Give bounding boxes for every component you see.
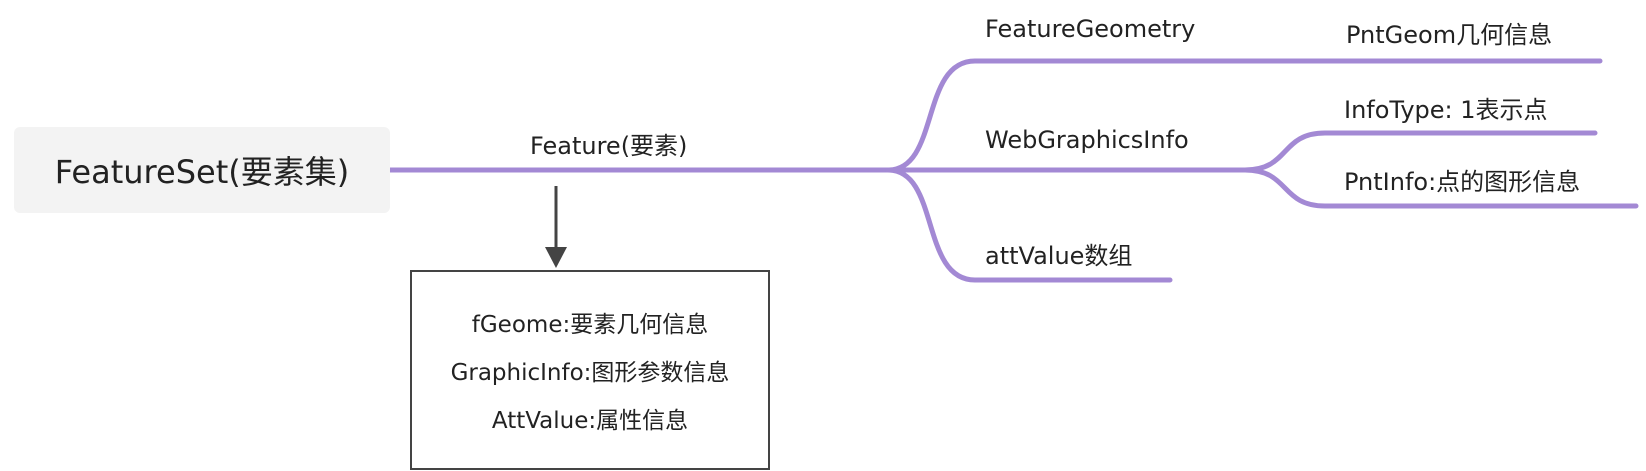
edge-graphics-infotype — [1242, 130, 1598, 173]
feature-note-box[interactable]: fGeome:要素几何信息 GraphicInfo:图形参数信息 AttValu… — [410, 270, 770, 470]
edge-graphics-pntinfo — [1242, 167, 1639, 209]
node-featuregeometry-label[interactable]: FeatureGeometry — [985, 15, 1196, 43]
root-node-label: FeatureSet(要素集) — [54, 153, 350, 191]
arrow-head — [545, 247, 567, 268]
root-node-featureset[interactable]: FeatureSet(要素集) — [14, 127, 390, 213]
node-attvalue-label[interactable]: attValue数组 — [985, 242, 1133, 270]
node-infotype-label[interactable]: InfoType: 1表示点 — [1344, 96, 1548, 124]
node-pntinfo-label[interactable]: PntInfo:点的图形信息 — [1344, 168, 1581, 196]
edge-feature-attvalue — [885, 167, 1173, 283]
note-line-attvalue: AttValue:属性信息 — [491, 408, 689, 434]
node-webgraphicsinfo-label[interactable]: WebGraphicsInfo — [985, 126, 1189, 154]
note-line-graphicinfo: GraphicInfo:图形参数信息 — [450, 360, 730, 386]
note-line-fgeome: fGeome:要素几何信息 — [471, 312, 709, 338]
edge-feature-geometry — [885, 58, 1303, 173]
node-pntgeom-label[interactable]: PntGeom几何信息 — [1346, 21, 1553, 49]
node-feature-label[interactable]: Feature(要素) — [530, 132, 688, 160]
